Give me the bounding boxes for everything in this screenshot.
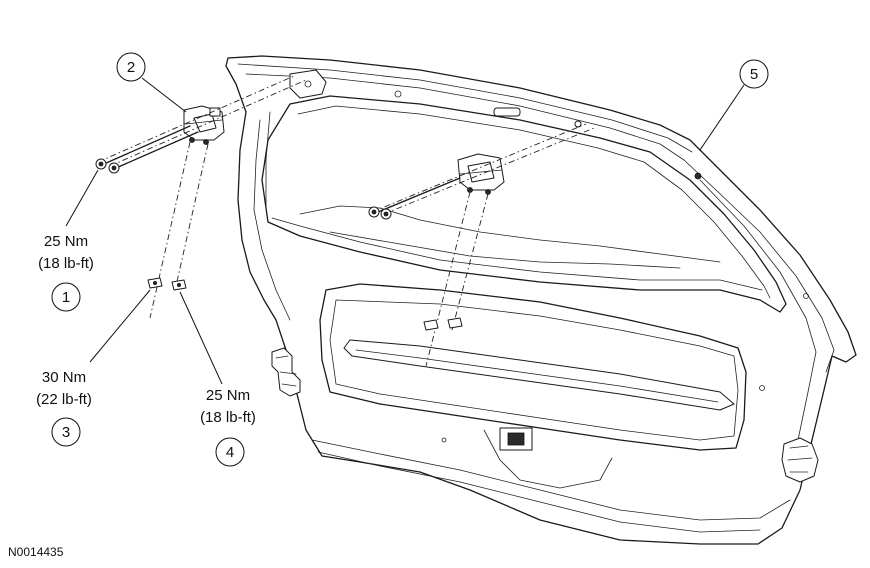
figure-id: N0014435 <box>8 545 64 559</box>
callout-5: 5 <box>699 59 769 151</box>
center-hinge-assembly <box>368 120 595 367</box>
left-hinge-assembly <box>183 105 225 145</box>
callout-4-torque-lbft: (18 lb-ft) <box>200 409 256 426</box>
hinge-bolts-callout-1 <box>95 75 307 174</box>
callout-5-number: 5 <box>750 66 758 83</box>
callout-2-number: 2 <box>127 59 135 76</box>
hinge-nuts-callout-3-4 <box>147 141 209 319</box>
callout-4-number: 4 <box>226 444 234 461</box>
callout-3-torque-nm: 30 Nm <box>42 369 86 386</box>
callout-4-torque-nm: 25 Nm <box>206 387 250 404</box>
callout-3: 30 Nm (22 lb-ft) 3 <box>36 289 151 447</box>
callout-1-number: 1 <box>62 289 70 306</box>
callout-1-torque-nm: 25 Nm <box>44 233 88 250</box>
callout-1-torque-lbft: (18 lb-ft) <box>38 255 94 272</box>
callout-3-torque-lbft: (22 lb-ft) <box>36 391 92 408</box>
callout-1: 25 Nm (18 lb-ft) 1 <box>38 169 99 312</box>
callout-4: 25 Nm (18 lb-ft) 4 <box>179 291 256 467</box>
liftgate-panel <box>225 55 857 545</box>
callout-2: 2 <box>116 52 187 113</box>
callout-3-number: 3 <box>62 424 70 441</box>
